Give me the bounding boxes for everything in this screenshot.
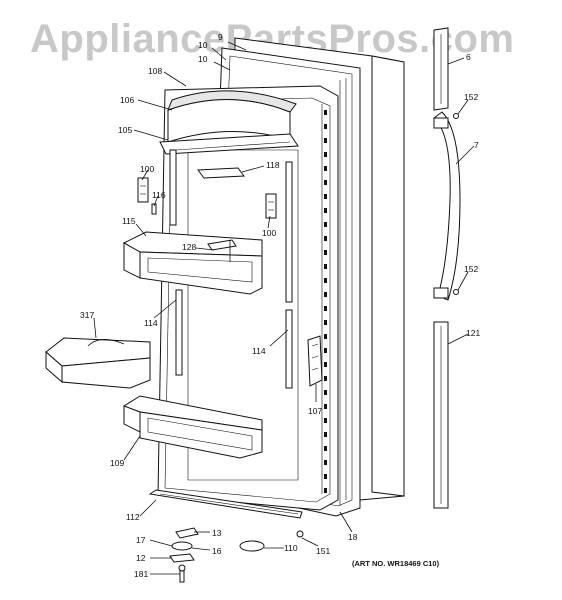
leader-lines: [93, 41, 475, 575]
liner-hole: [324, 348, 327, 353]
bottom-trim-112: [148, 489, 303, 519]
shelf-rails: [169, 149, 293, 389]
callout-152b: 152: [464, 264, 478, 274]
callout-12: 12: [136, 553, 146, 563]
screw-152-top: [453, 113, 459, 119]
screw-151: [296, 530, 304, 538]
callout-106: 106: [120, 95, 134, 105]
callout-128: 128: [182, 242, 196, 252]
plug-110: [239, 540, 265, 552]
callout-151: 151: [316, 546, 330, 556]
liner-hole: [324, 278, 327, 283]
liner-hole: [324, 138, 327, 143]
callout-152a: 152: [464, 92, 478, 102]
handle-trim-121: [433, 321, 449, 509]
callout-labels: 9 10 10 108 106 105 100 116 118 100 115 …: [80, 32, 480, 579]
liner-hole: [324, 418, 327, 423]
callout-9: 9: [218, 32, 223, 42]
liner-hole: [324, 292, 327, 297]
door-bin-115: [122, 231, 263, 295]
art-number: (ART NO. WR18469 C10): [352, 559, 440, 568]
liner-hole: [324, 152, 327, 157]
liner-hole: [324, 376, 327, 381]
liner-hole: [324, 460, 327, 465]
callout-16: 16: [212, 546, 222, 556]
callout-105: 105: [118, 125, 132, 135]
door-bin-317: [45, 337, 151, 389]
egg-tray-118: [197, 167, 245, 179]
liner-hole: [324, 488, 327, 493]
liner-hole: [324, 432, 327, 437]
door-handle-7: [433, 111, 461, 301]
callout-121: 121: [466, 328, 480, 338]
liner-hole: [324, 124, 327, 129]
door-bin-109: [122, 395, 263, 459]
liner-hole: [324, 180, 327, 185]
liner-hole: [324, 306, 327, 311]
callout-107: 107: [308, 406, 322, 416]
shelf-clip-right: [265, 193, 277, 219]
callout-100a: 100: [140, 164, 154, 174]
liner-hole: [324, 390, 327, 395]
liner-hole: [324, 166, 327, 171]
liner-hole: [324, 446, 327, 451]
callout-181: 181: [134, 569, 148, 579]
callout-118: 118: [266, 160, 280, 170]
callout-17: 17: [136, 535, 146, 545]
liner-hole: [324, 250, 327, 255]
handle-cap-6: [433, 27, 449, 111]
callout-110: 110: [284, 543, 298, 553]
liner-hole: [324, 334, 327, 339]
liner-hole: [324, 474, 327, 479]
bracket-107: [307, 335, 323, 387]
callout-108: 108: [148, 66, 162, 76]
liner-hole: [324, 404, 327, 409]
liner-hole: [324, 110, 327, 115]
callout-115: 115: [122, 216, 136, 226]
liner-hole: [324, 320, 327, 325]
callout-18: 18: [348, 532, 358, 542]
dairy-compartment: [159, 90, 299, 155]
hinge-parts: [169, 527, 199, 583]
pin-116: [151, 203, 157, 215]
liner-hole: [324, 222, 327, 227]
callout-100b: 100: [262, 228, 276, 238]
callout-10: 10: [198, 40, 208, 50]
callout-7: 7: [474, 140, 479, 150]
shelf-clip-left: [137, 177, 149, 203]
callout-114a: 114: [144, 318, 158, 328]
liner-hole: [324, 236, 327, 241]
liner-hole: [324, 264, 327, 269]
callout-114b: 114: [252, 346, 266, 356]
callout-112: 112: [126, 512, 140, 522]
liner-hole: [324, 208, 327, 213]
screw-152-bottom: [453, 289, 459, 295]
callout-317: 317: [80, 310, 94, 320]
callout-109: 109: [110, 458, 124, 468]
callout-6: 6: [466, 52, 471, 62]
liner-hole: [324, 362, 327, 367]
callout-13: 13: [212, 528, 222, 538]
liner-hole: [324, 194, 327, 199]
callout-116: 116: [152, 190, 166, 200]
callout-10b: 10: [198, 54, 208, 64]
